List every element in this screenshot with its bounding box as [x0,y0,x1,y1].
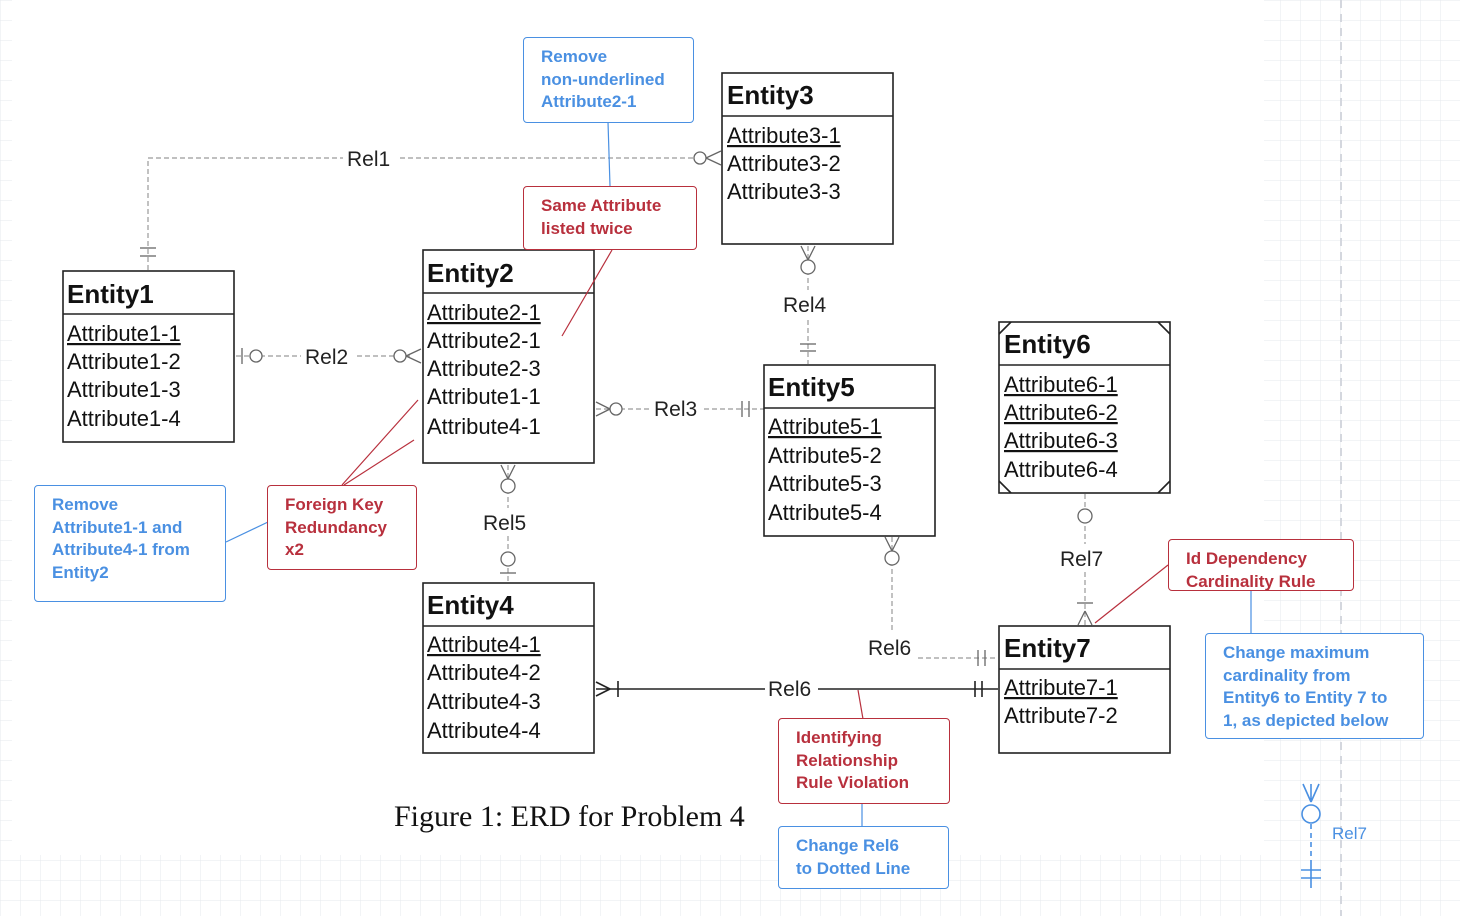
entity5-box [763,364,936,537]
entity5-title: Entity5 [768,372,855,402]
rel7-zero-circle [1077,508,1093,524]
entity4-attribute: Attribute4-2 [427,660,541,685]
entity4-attribute: Attribute4-3 [427,689,541,714]
entity7-title: Entity7 [1004,633,1091,663]
note-remove-nonunderlined: Remove non-underlined Attribute2-1 [523,37,694,123]
rel3-label: Rel3 [654,398,697,421]
connector-id-dependency [1094,564,1169,624]
entity6-attribute: Attribute6-1 [1004,372,1118,397]
rel2-crowfoot [405,348,422,364]
connector-remove-fk [225,521,269,543]
entity7-attribute: Attribute7-2 [1004,703,1118,728]
entity3-attribute: Attribute3-2 [727,151,841,176]
entity1-attribute: Attribute1-3 [67,377,181,402]
entity3-box [721,72,894,245]
note-change-max-cardinality: Change maximum cardinality from Entity6 … [1205,633,1424,739]
entity3-attribute: Attribute3-1 [727,123,841,148]
entity4-box [422,582,595,754]
entity2-box [422,249,595,464]
entity6-attribute: Attribute6-2 [1004,400,1118,425]
rel5-zero-circle-bottom [500,551,516,567]
rel5-crowfoot [500,464,516,480]
connector-remove-nonunderlined [607,121,611,187]
entity4-attribute: Attribute4-1 [427,632,541,657]
rel2-zero-circle-right [393,349,407,363]
entity1-attribute: Attribute1-2 [67,349,181,374]
entity2-attribute: Attribute4-1 [427,414,541,439]
entity6-attribute: Attribute6-3 [1004,428,1118,453]
entity2-attribute: Attribute2-1 [427,300,541,325]
rel6-solid-label: Rel6 [768,678,811,701]
entity7-box [998,625,1171,754]
connector-identifying-violation [857,689,864,720]
entity2-attribute: Attribute1-1 [427,384,541,409]
rel3-zero-circle [609,402,623,416]
entity4-attribute: Attribute4-4 [427,718,541,743]
entity5-attribute: Attribute5-1 [768,414,882,439]
entity1-title: Entity1 [67,279,154,309]
entity6-attribute: Attribute6-4 [1004,457,1118,482]
rel1-zero-circle [693,151,707,165]
note-remove-foreign-keys: Remove Attribute1-1 and Attribute4-1 fro… [34,485,226,602]
entity5-attribute: Attribute5-4 [768,500,882,525]
entity1-attribute: Attribute1-1 [67,321,181,346]
entity1-box [62,270,235,443]
rel2-zero-circle-left [249,349,263,363]
rel2-label: Rel2 [305,346,348,369]
entity1-attribute: Attribute1-4 [67,406,181,431]
note-identifying-relationship-violation: Identifying Relationship Rule Violation [778,718,950,804]
rel6-upper-crowfoot [884,536,900,552]
rel7-crowfoot [1077,610,1093,626]
rel6-solid-crowfoot [595,681,611,697]
rel5-zero-circle-top [500,478,516,494]
connector-same-attribute [561,249,613,337]
entity3-title: Entity3 [727,80,814,110]
connector-fk-redundancy-2 [343,439,415,486]
entity7-attribute: Attribute7-1 [1004,675,1118,700]
entity6-box [998,321,1171,494]
entity6-title: Entity6 [1004,329,1091,359]
rel7-corrected-example [1301,783,1321,888]
entity3-attribute: Attribute3-3 [727,179,841,204]
rel1-line [147,157,343,270]
rel7-example-label: Rel7 [1332,824,1367,843]
rel6-upper-label: Rel6 [868,637,911,660]
entity2-attribute: Attribute2-3 [427,356,541,381]
rel4-label: Rel4 [783,294,827,317]
rel4-crowfoot [800,245,816,261]
rel7-label: Rel7 [1060,548,1103,571]
entity5-attribute: Attribute5-3 [768,471,882,496]
rel6-upper-zero-circle [884,550,900,566]
note-foreign-key-redundancy: Foreign Key Redundancy x2 [267,485,417,570]
entity2-attribute: Attribute2-1 [427,328,541,353]
rel5-label: Rel5 [483,512,526,535]
connector-fk-redundancy-1 [341,399,419,486]
entity4-title: Entity4 [427,590,514,620]
rel1-label: Rel1 [347,148,390,171]
note-change-rel6-dotted: Change Rel6 to Dotted Line [778,826,949,889]
entity2-title: Entity2 [427,258,514,288]
entity5-attribute: Attribute5-2 [768,443,882,468]
note-id-dependency: Id Dependency Cardinality Rule [1168,539,1354,591]
rel4-zero-circle [800,259,816,275]
figure-caption: Figure 1: ERD for Problem 4 [394,800,745,833]
note-same-attribute: Same Attribute listed twice [523,186,697,250]
rel3-crowfoot [595,401,611,417]
rel1-crowfoot [705,150,722,166]
